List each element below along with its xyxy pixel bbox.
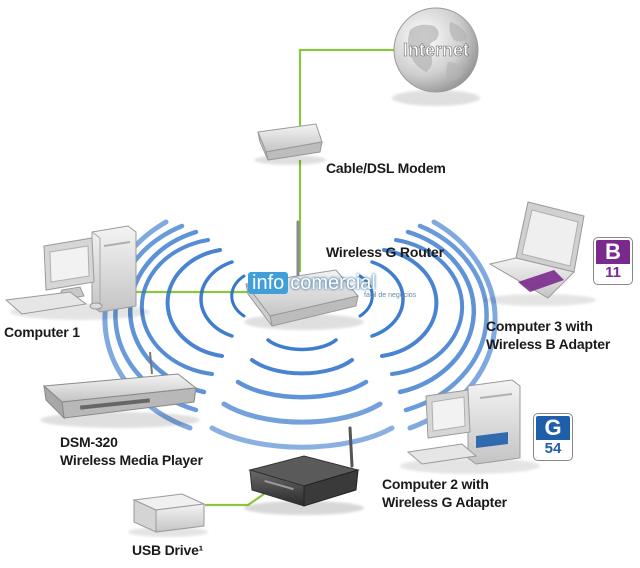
usb-drive-label: USB Drive¹ [132, 542, 204, 558]
computer-1-label: Computer 1 [4, 324, 80, 340]
computer-3-label-line1: Computer 3 with [486, 318, 593, 334]
watermark-tagline: facil de negocios [364, 292, 417, 299]
computer-1-icon [4, 225, 150, 320]
wireless-b-11-badge: B 11 [594, 238, 632, 284]
media-player-label-line2: Wireless Media Player [60, 452, 203, 468]
wire-usb-player [205, 493, 265, 507]
modem-label: Cable/DSL Modem [326, 160, 446, 176]
badge-b-letter: B [605, 239, 621, 264]
badge-g-letter: G [544, 415, 562, 440]
wire-internet-modem [298, 48, 395, 140]
computer-2-label-line1: Computer 2 with [382, 476, 489, 492]
media-player-label-line1: DSM-320 [60, 434, 118, 450]
computer-2-icon [400, 379, 540, 474]
computer-2-label-line2: Wireless G Adapter [382, 494, 507, 510]
badge-g-number: 54 [536, 440, 570, 458]
media-player-icon [40, 351, 200, 428]
router-label: Wireless G Router [326, 244, 444, 260]
watermark-info: info [248, 272, 289, 294]
wireless-device-icon [244, 426, 364, 515]
wireless-g-54-badge: G 54 [534, 414, 572, 460]
computer-3-laptop-icon [484, 201, 596, 306]
badge-b-number: 11 [596, 264, 630, 282]
internet-label: Internet [403, 40, 469, 60]
computer-3-label-line2: Wireless B Adapter [486, 336, 611, 352]
cable-dsl-modem-icon [254, 123, 326, 165]
watermark-comercial: comercial [290, 272, 376, 294]
internet-globe-icon [392, 7, 480, 106]
usb-drive-icon [128, 493, 208, 537]
